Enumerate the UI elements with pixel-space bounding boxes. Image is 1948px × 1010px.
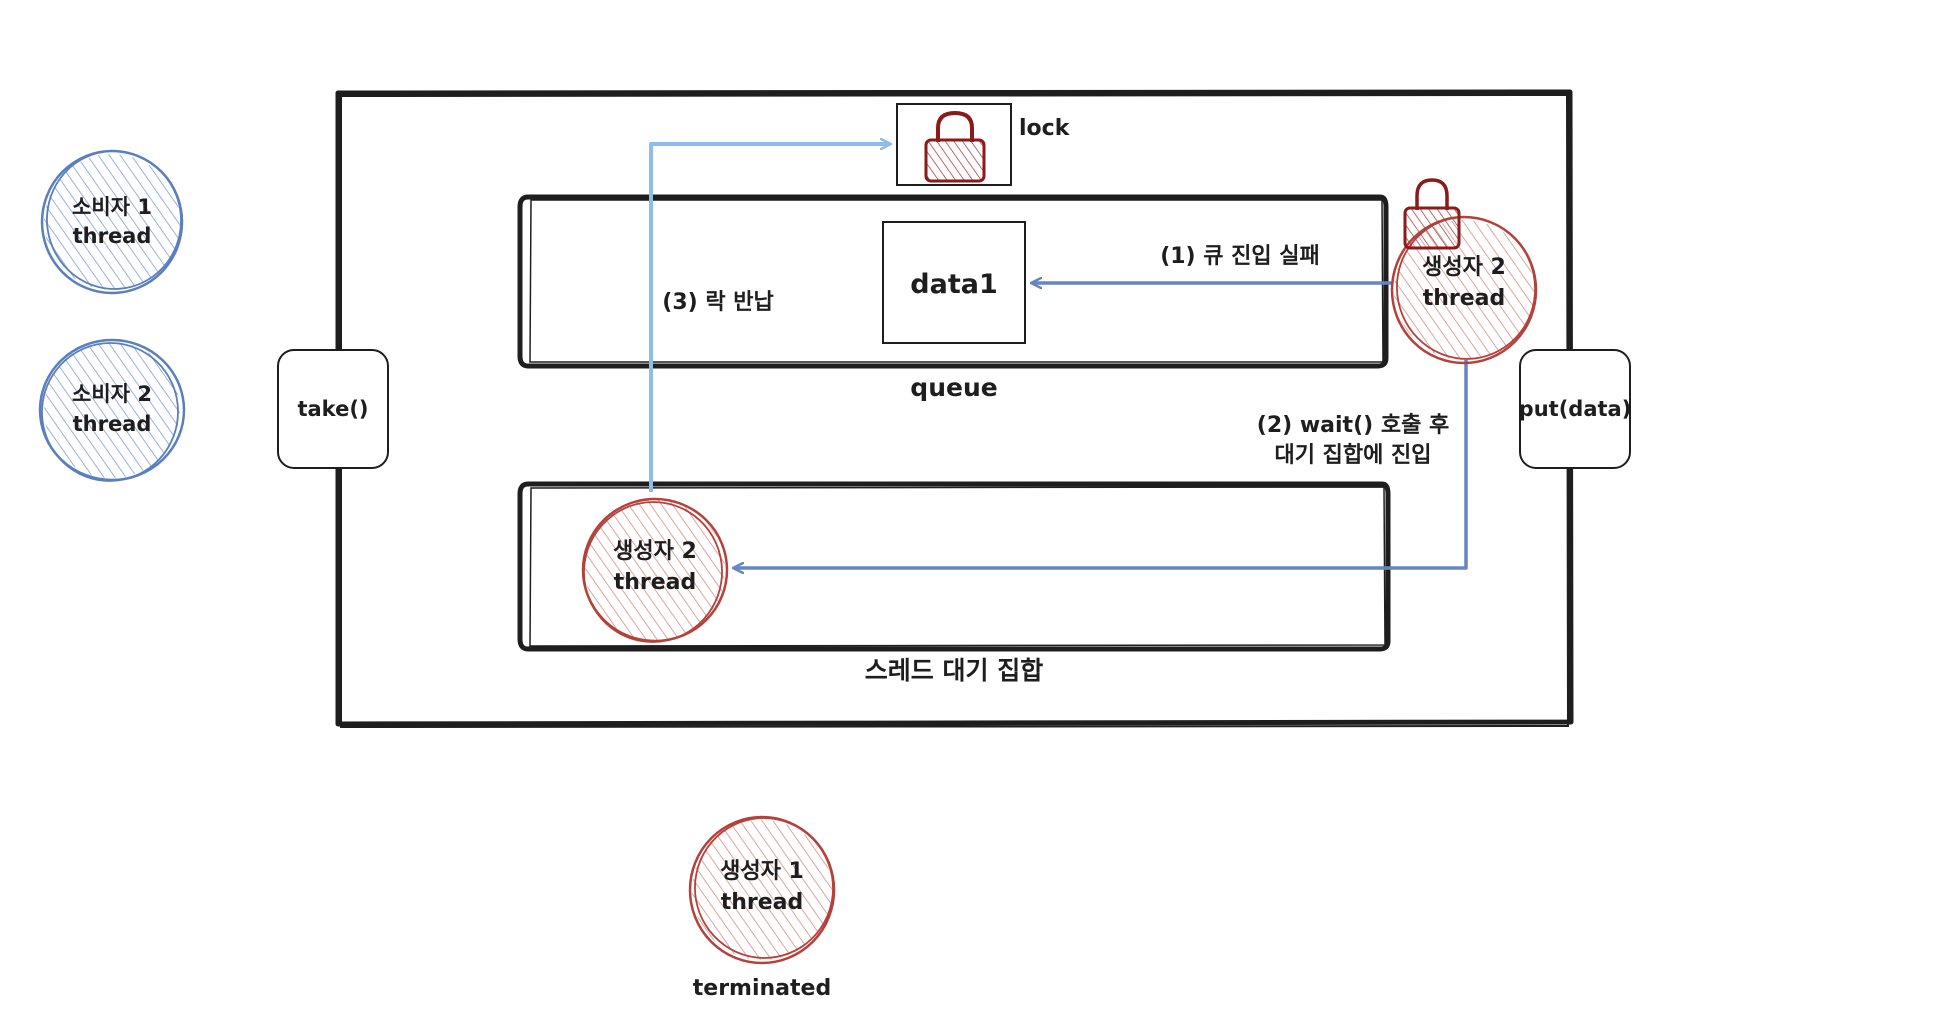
step2-label-line1: (2) wait() 호출 후	[1257, 413, 1449, 438]
producer-active-name: 생성자 2	[1422, 255, 1506, 280]
arrow-lock-return	[649, 144, 890, 492]
held-lock-icon	[1403, 178, 1461, 250]
arrow-wait-enter	[734, 360, 1468, 568]
consumer-thread-1: 소비자 1 thread	[40, 149, 184, 295]
queue-item-data1: data1	[882, 221, 1026, 344]
consumer-1-name: 소비자 1	[72, 195, 152, 219]
producer-waiting-thread: thread	[614, 570, 697, 595]
producer-terminated-thread: thread	[721, 890, 804, 915]
take-label: take()	[297, 397, 368, 421]
queue-label: queue	[910, 373, 997, 402]
put-method: put(data)	[1519, 349, 1632, 469]
monitor-box	[335, 89, 1574, 729]
consumer-thread-2: 소비자 2 thread	[38, 338, 186, 482]
step1-label: (1) 큐 진입 실패	[1160, 244, 1320, 269]
step3-label: (3) 락 반납	[662, 290, 773, 315]
producer-terminated-name: 생성자 1	[720, 859, 804, 884]
wait-set-label: 스레드 대기 집합	[865, 656, 1043, 685]
consumer-2-name: 소비자 2	[72, 382, 152, 406]
producer-thread-active: 생성자 2 thread	[1390, 178, 1538, 365]
step2-label-line2: 대기 집합에 진입	[1275, 442, 1432, 468]
lock-box: lock	[896, 103, 1071, 186]
wait-set: 스레드 대기 집합	[517, 481, 1391, 685]
queue: data1 queue	[517, 194, 1389, 402]
producer-thread-terminated: 생성자 1 thread terminated	[688, 815, 836, 1001]
put-label: put(data)	[1519, 397, 1632, 421]
terminated-status-label: terminated	[693, 976, 831, 1001]
producer-active-thread: thread	[1423, 286, 1506, 311]
producer-thread-waiting: 생성자 2 thread	[581, 497, 729, 643]
take-method: take()	[277, 349, 389, 469]
queue-item-label: data1	[910, 269, 997, 300]
lock-label: lock	[1019, 116, 1071, 141]
lock-icon	[924, 110, 986, 183]
producer-waiting-name: 생성자 2	[613, 539, 697, 564]
consumer-2-thread: thread	[73, 412, 152, 436]
consumer-1-thread: thread	[73, 224, 152, 248]
